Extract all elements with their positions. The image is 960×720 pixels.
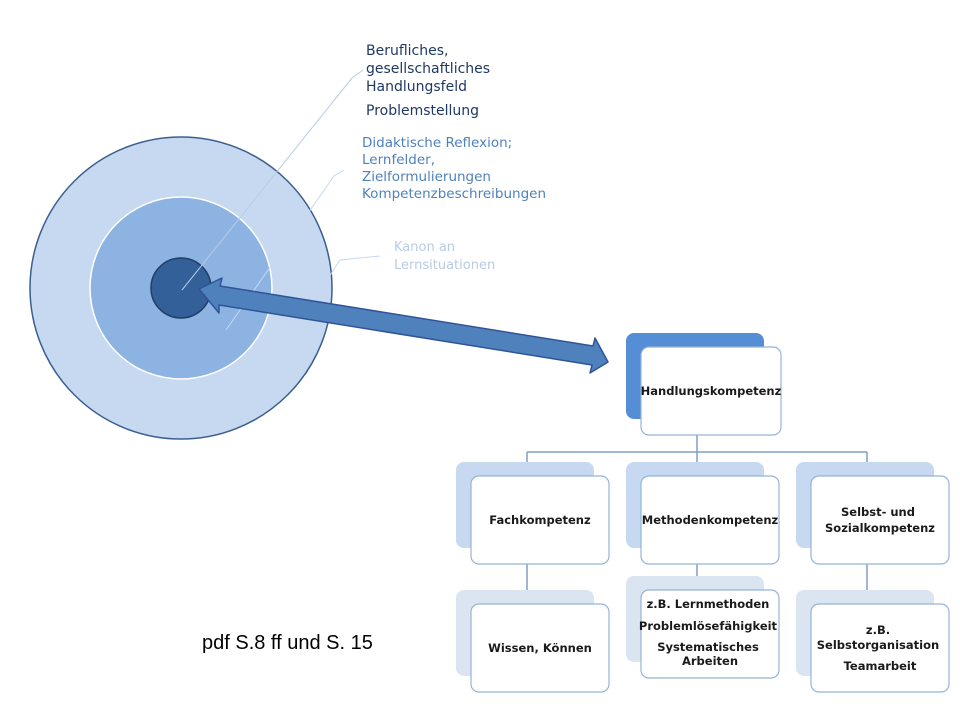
leader-line-inner (181, 69, 364, 291)
detail-text-selbstkompetenz: z.B. Selbstorganisation Teamarbeit (817, 623, 943, 673)
detail-text-fachkompetenz: Wissen, Können (488, 641, 592, 655)
outer-ring-label: Kanon an Lernsituationen (394, 240, 495, 273)
branch-fachkompetenz: Fachkompetenz (456, 462, 610, 565)
source-reference: pdf S.8 ff und S. 15 (202, 632, 373, 654)
branch-title-fachkompetenz: Fachkompetenz (489, 513, 591, 527)
leader-line-middle (225, 169, 345, 331)
detail-text-methodenkompetenz: z.B. Lernmethoden Problemlösefähigkeit S… (639, 597, 781, 668)
branch-selbstkompetenz: Selbst- und Sozialkompetenz (796, 462, 950, 565)
inner-ring-label-problem: Problemstellung (366, 103, 479, 119)
branch-title-selbstkompetenz: Selbst- und Sozialkompetenz (825, 505, 935, 535)
branch-methodenkompetenz: Methodenkompetenz (626, 462, 780, 565)
root-box: Handlungskompetenz (626, 333, 782, 436)
leader-line-outer (267, 255, 381, 373)
detail-fachkompetenz: Wissen, Können (456, 590, 610, 693)
branch-title-methodenkompetenz: Methodenkompetenz (642, 513, 779, 527)
detail-methodenkompetenz: z.B. Lernmethoden Problemlösefähigkeit S… (626, 576, 781, 679)
detail-selbstkompetenz: z.B. Selbstorganisation Teamarbeit (796, 590, 950, 693)
middle-ring-label: Didaktische Reflexion; Lernfelder, Zielf… (362, 135, 546, 202)
root-box-label: Handlungskompetenz (641, 384, 782, 398)
double-arrow-icon (198, 277, 609, 374)
inner-ring-label: Berufliches, gesellschaftliches Handlung… (366, 43, 495, 95)
